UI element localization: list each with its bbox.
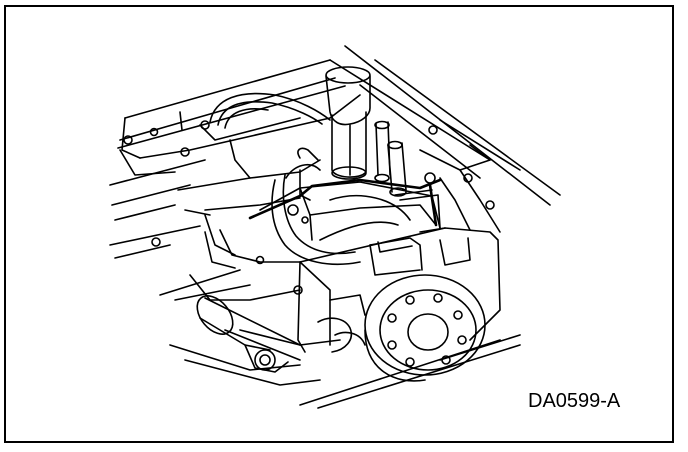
front-cover [255,216,501,353]
lower-details [317,294,366,353]
vertical-shaft [325,66,371,180]
crank-pulley [364,274,486,382]
pickup-tube [209,92,331,129]
frame-rails [109,45,561,409]
crankcase-web [119,94,501,247]
figure-reference-code: DA0599-A [528,390,621,412]
lower-tube [196,295,301,373]
bolt-studs [200,120,436,216]
oil-pan [169,209,341,386]
bearing-cap [259,163,441,241]
gasket-seal [248,178,442,227]
figure-frame [4,5,674,443]
